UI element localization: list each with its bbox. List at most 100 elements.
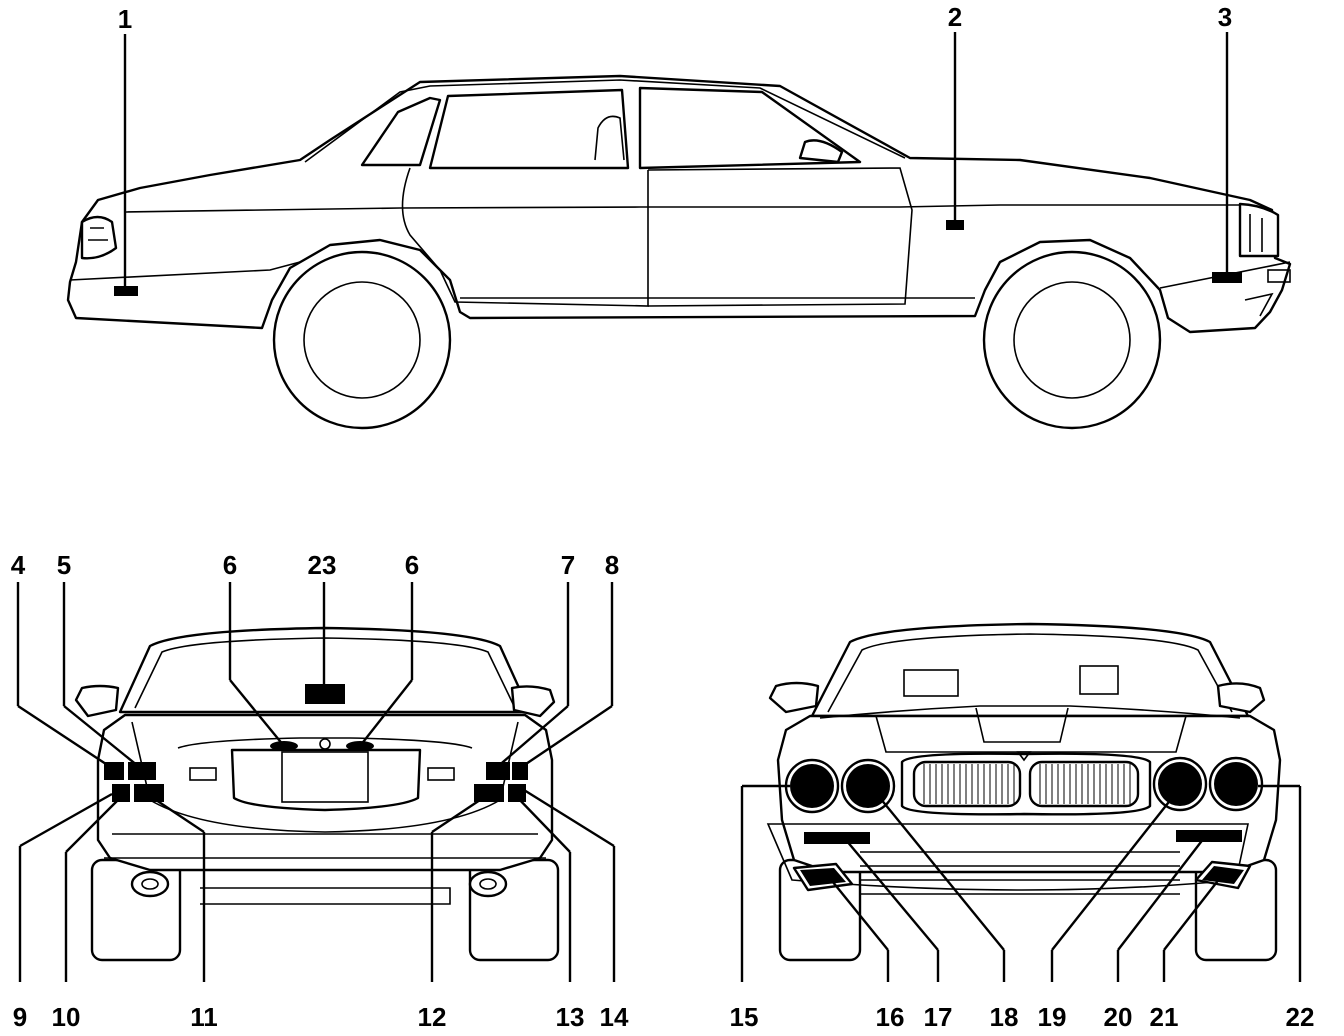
side-mirror xyxy=(798,139,844,164)
front-grille-left xyxy=(912,760,1022,808)
side-headlight xyxy=(1238,202,1280,258)
side-rear-window xyxy=(360,96,442,167)
callout-5: 5 xyxy=(57,550,71,580)
callout-19: 19 xyxy=(1038,1002,1067,1032)
callout-17: 17 xyxy=(924,1002,953,1032)
front-view: 15 16 17 18 19 20 21 22 xyxy=(730,622,1315,1032)
callout-18: 18 xyxy=(990,1002,1019,1032)
side-view: 1 2 3 xyxy=(66,2,1292,430)
callout-6-left: 6 xyxy=(223,550,237,580)
side-front-door xyxy=(647,167,913,307)
side-lower-line xyxy=(69,261,301,281)
rear-right-exhaust xyxy=(468,870,508,898)
leader-17-diag xyxy=(845,839,939,951)
leader-21-diag xyxy=(1163,877,1221,951)
callout-6-right: 6 xyxy=(405,550,419,580)
front-foglamp-left-lens xyxy=(800,868,846,886)
rear-boot-lid xyxy=(131,721,519,833)
callout-7: 7 xyxy=(561,550,575,580)
front-headlamp-inner-right xyxy=(1158,762,1202,806)
rear-left-mirror xyxy=(74,684,120,718)
rear-right-lamp-12 xyxy=(474,784,504,802)
side-front-wheel xyxy=(982,250,1162,430)
rear-left-lamp-11 xyxy=(134,784,164,802)
rear-left-reflector xyxy=(189,767,217,781)
rear-left-lamp-10 xyxy=(112,784,130,802)
rear-right-mirror xyxy=(510,685,556,718)
front-bonnet xyxy=(819,705,1241,753)
side-rear-wheel-rim xyxy=(303,281,421,399)
callout-22: 22 xyxy=(1286,1002,1315,1032)
rear-right-exhaust-inner xyxy=(479,878,497,890)
callout-20: 20 xyxy=(1104,1002,1133,1032)
front-headlamp-outer-left xyxy=(790,764,834,808)
leader-16-diag xyxy=(827,875,889,951)
side-rear-door-window xyxy=(428,88,630,170)
rear-left-exhaust-inner xyxy=(141,878,159,890)
side-front-wheel-rim xyxy=(1013,281,1131,399)
front-roof xyxy=(810,622,1250,718)
front-badge xyxy=(1016,751,1032,762)
callout-8: 8 xyxy=(605,550,619,580)
callout-10: 10 xyxy=(52,1002,81,1032)
leader-4-diag xyxy=(17,704,113,770)
front-indicator-left xyxy=(804,832,870,844)
rear-left-lamp-5 xyxy=(128,762,156,780)
side-front-spoiler xyxy=(1244,292,1274,317)
front-headlamp-inner-left xyxy=(846,764,890,808)
rear-lock xyxy=(319,738,331,750)
rear-right-reflector xyxy=(427,767,455,781)
leader-18-diag xyxy=(879,797,1005,951)
front-indicator-right xyxy=(1176,830,1242,842)
front-right-headrest xyxy=(1079,665,1119,695)
side-marker-1 xyxy=(114,286,138,296)
front-headlamp-outer-right xyxy=(1214,762,1258,806)
rear-trim-strip xyxy=(177,737,473,749)
callout-1: 1 xyxy=(118,4,132,34)
rear-bumper xyxy=(104,833,546,905)
rear-brake-light-23 xyxy=(305,684,345,704)
side-rear-door xyxy=(401,167,649,307)
leader-6b-diag xyxy=(359,679,413,747)
callout-23: 23 xyxy=(308,550,337,580)
rear-view: 4 5 6 23 6 7 8 9 10 11 12 13 14 xyxy=(11,550,629,1032)
side-roof-trim xyxy=(304,79,906,163)
callout-21: 21 xyxy=(1150,1002,1179,1032)
rear-right-lamp-7 xyxy=(486,762,510,780)
leader-8-diag xyxy=(519,705,613,769)
front-grille-right xyxy=(1028,760,1140,808)
leader-9-diag xyxy=(19,792,113,848)
leader-19-diag xyxy=(1051,797,1173,951)
leader-10-diag xyxy=(65,795,123,853)
front-windscreen xyxy=(827,633,1233,713)
rear-plate-panel xyxy=(230,748,422,812)
callout-2: 2 xyxy=(948,2,962,32)
side-belt-line xyxy=(124,204,1240,213)
leader-12-diag xyxy=(431,795,487,833)
front-right-mirror xyxy=(1216,682,1266,714)
side-front-indicator xyxy=(1267,269,1291,283)
leader-5-diag xyxy=(63,705,139,767)
callout-9: 9 xyxy=(13,1002,27,1032)
leader-14-diag xyxy=(523,788,615,848)
rear-left-exhaust xyxy=(130,870,170,898)
leader-6a-diag xyxy=(229,679,285,747)
callout-12: 12 xyxy=(418,1002,447,1032)
leader-13-diag xyxy=(515,795,571,853)
callout-11: 11 xyxy=(190,1002,218,1032)
front-left-headrest xyxy=(903,669,959,697)
rear-right-lamp-13 xyxy=(508,784,526,802)
rear-number-plate xyxy=(281,751,369,803)
callout-4: 4 xyxy=(11,550,26,580)
front-grille-bars xyxy=(923,764,1131,804)
leader-7-diag xyxy=(495,705,569,769)
front-foglamp-right-lens xyxy=(1202,866,1244,884)
callout-14: 14 xyxy=(600,1002,629,1032)
callout-3: 3 xyxy=(1218,2,1232,32)
front-bumper-slats xyxy=(860,851,1180,895)
side-headlight-detail xyxy=(1249,214,1263,252)
side-rear-wheel xyxy=(272,250,452,430)
front-left-mirror xyxy=(768,681,820,714)
side-marker-3 xyxy=(1212,272,1242,283)
